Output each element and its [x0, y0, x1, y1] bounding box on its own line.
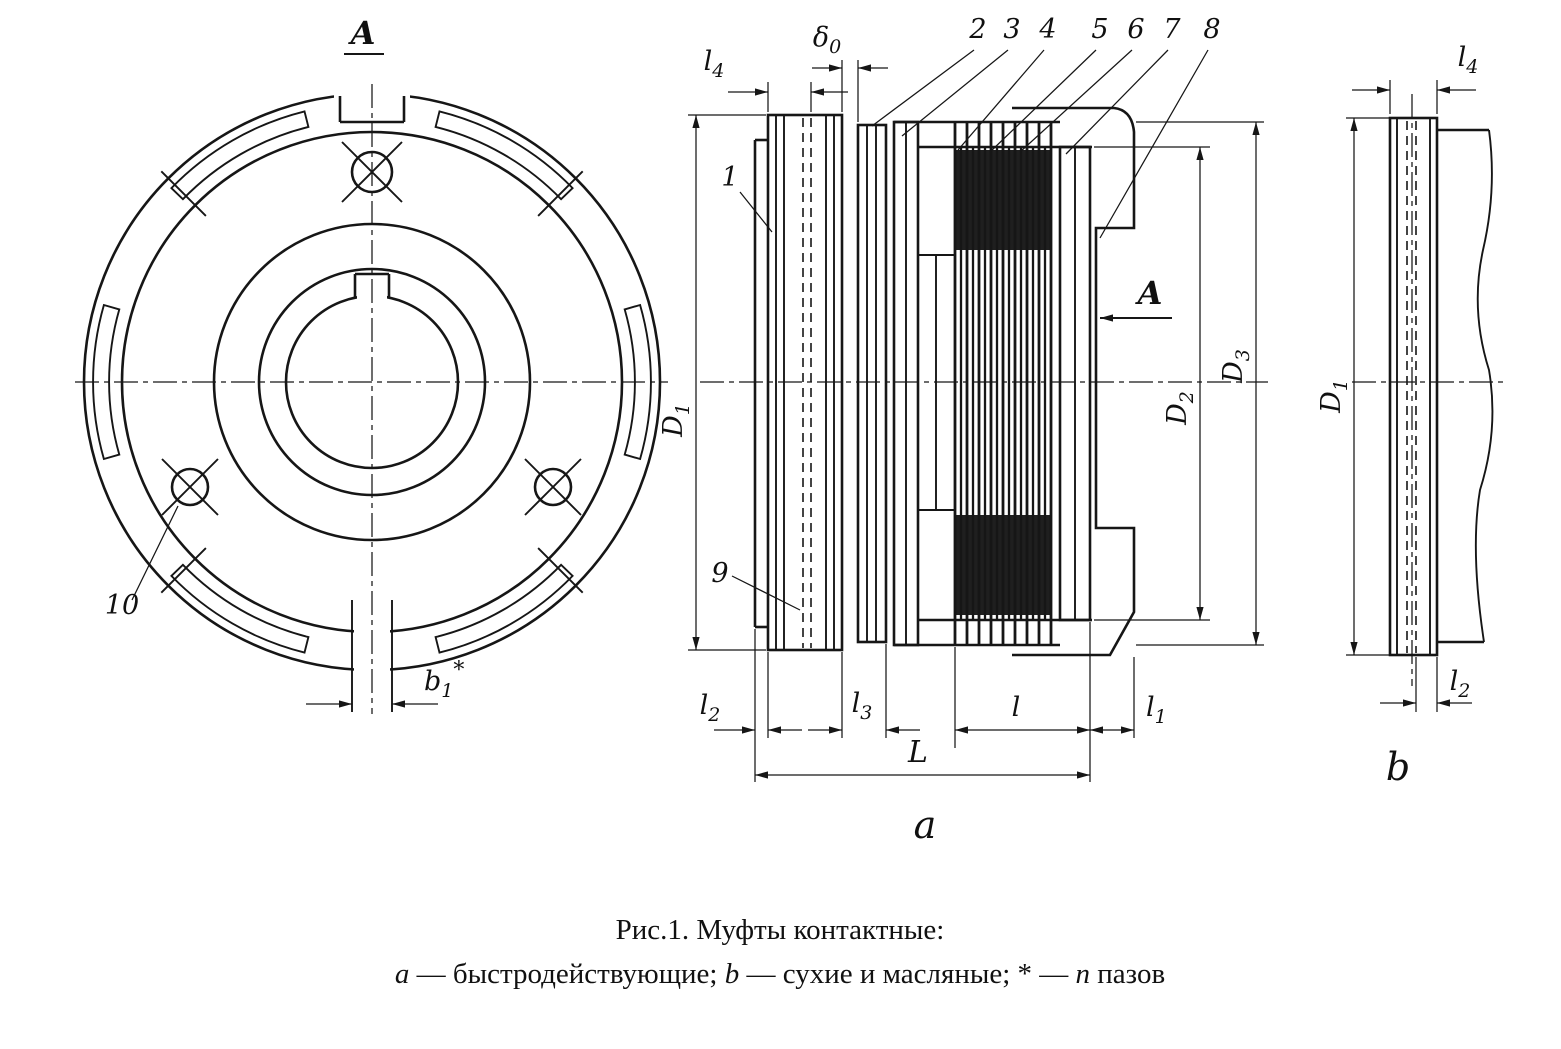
dim-label-l2-side: l2	[1450, 666, 1471, 702]
part-label-2: 2	[968, 14, 986, 45]
part-leaders	[731, 49, 1209, 611]
bottom-slot	[351, 600, 393, 712]
rim-slots	[92, 110, 652, 654]
dim-l4-section: l4	[704, 46, 848, 112]
dim-D3: D3	[1136, 121, 1264, 646]
top-notch	[338, 96, 406, 124]
technical-drawing-canvas: A	[75, 14, 1506, 847]
dim-l: l	[955, 692, 1090, 734]
dim-L: L	[755, 735, 1090, 779]
dim-D1: D1	[658, 114, 766, 651]
caption-n-label: n	[1075, 958, 1091, 990]
armature-disc	[856, 123, 888, 644]
dim-l4-side: l4	[1352, 42, 1478, 114]
part-label-3: 3	[1003, 14, 1020, 45]
side-view-label: b	[1386, 745, 1410, 789]
housing-outline	[1012, 106, 1136, 657]
dim-D1-side: D1	[1316, 117, 1392, 656]
side-disc	[1388, 116, 1439, 657]
dim-label-l1: l1	[1146, 692, 1167, 728]
disc-pack	[953, 122, 1053, 645]
dim-l2-side: l2	[1380, 657, 1472, 712]
dim-label-b1: b1*	[424, 658, 464, 702]
caption-n-desc: пазов	[1090, 958, 1166, 990]
dim-label-delta0: δ0	[813, 22, 841, 58]
part-label-1: 1	[721, 162, 738, 193]
drum-flange	[892, 120, 920, 647]
break-line	[1474, 129, 1494, 643]
dim-label-l2-section: l2	[700, 690, 721, 726]
diagonal-tick-marks	[160, 170, 584, 594]
dim-label-D1-side: D1	[1316, 379, 1352, 414]
side-centerlines	[1352, 94, 1506, 686]
pressure-plate	[1058, 145, 1092, 622]
side-back-plate	[1437, 128, 1494, 644]
dim-D2: D2	[1094, 146, 1210, 621]
section-view: 1 9 2 3 4 5 6 7 8 A D1 D2	[658, 14, 1268, 847]
caption-title: Рис.1. Муфты контактные:	[615, 914, 945, 946]
part-label-6: 6	[1127, 14, 1144, 45]
caption-legend: a — быстродействующие; b — сухие и масля…	[35, 952, 1525, 996]
dim-label-l4-side: l4	[1458, 42, 1479, 78]
side-view: D1 l4 l2 b	[1316, 42, 1506, 789]
front-view: A	[75, 14, 668, 714]
dim-label-l4-section: l4	[704, 46, 725, 82]
caption-star-sep: —	[1032, 958, 1076, 990]
figure-caption: Рис.1. Муфты контактные: a — быстродейст…	[35, 908, 1525, 996]
part-label-7: 7	[1163, 14, 1181, 45]
dim-l1: l1	[1090, 692, 1167, 734]
dim-delta0: δ0	[812, 22, 888, 122]
part-label-5: 5	[1091, 14, 1108, 45]
dim-label-D1: D1	[658, 403, 694, 438]
part-label-10: 10	[105, 590, 139, 621]
part-label-8: 8	[1203, 14, 1220, 45]
dim-l3: l3	[808, 688, 920, 734]
caption-b-desc: — сухие и масляные;	[739, 958, 1018, 990]
dim-label-D3: D3	[1218, 349, 1254, 384]
dim-b1: b1*	[306, 658, 464, 708]
front-centerlines	[75, 84, 668, 714]
section-arrow-a: A	[1100, 274, 1172, 322]
dim-label-l: l	[1012, 692, 1021, 723]
section-view-label: a	[914, 803, 937, 847]
dim-label-D2: D2	[1162, 391, 1198, 426]
section-arrow-label: A	[1135, 274, 1163, 312]
bolt-icon-lower-left	[161, 458, 219, 516]
dim-label-L: L	[907, 735, 928, 770]
dim-l2-section: l2	[700, 690, 802, 734]
leader-part-10	[131, 505, 179, 601]
caption-a-desc: — быстродействующие;	[409, 958, 725, 990]
left-plate	[753, 138, 768, 629]
caption-a-label: a	[394, 958, 410, 990]
part-label-9: 9	[711, 558, 728, 589]
front-view-label: A	[348, 14, 376, 52]
bolt-icon-lower-right	[524, 458, 582, 516]
part-label-4: 4	[1038, 14, 1056, 45]
caption-b-label: b	[724, 958, 740, 990]
dim-label-l3: l3	[852, 688, 873, 724]
caption-star: *	[1017, 958, 1033, 990]
